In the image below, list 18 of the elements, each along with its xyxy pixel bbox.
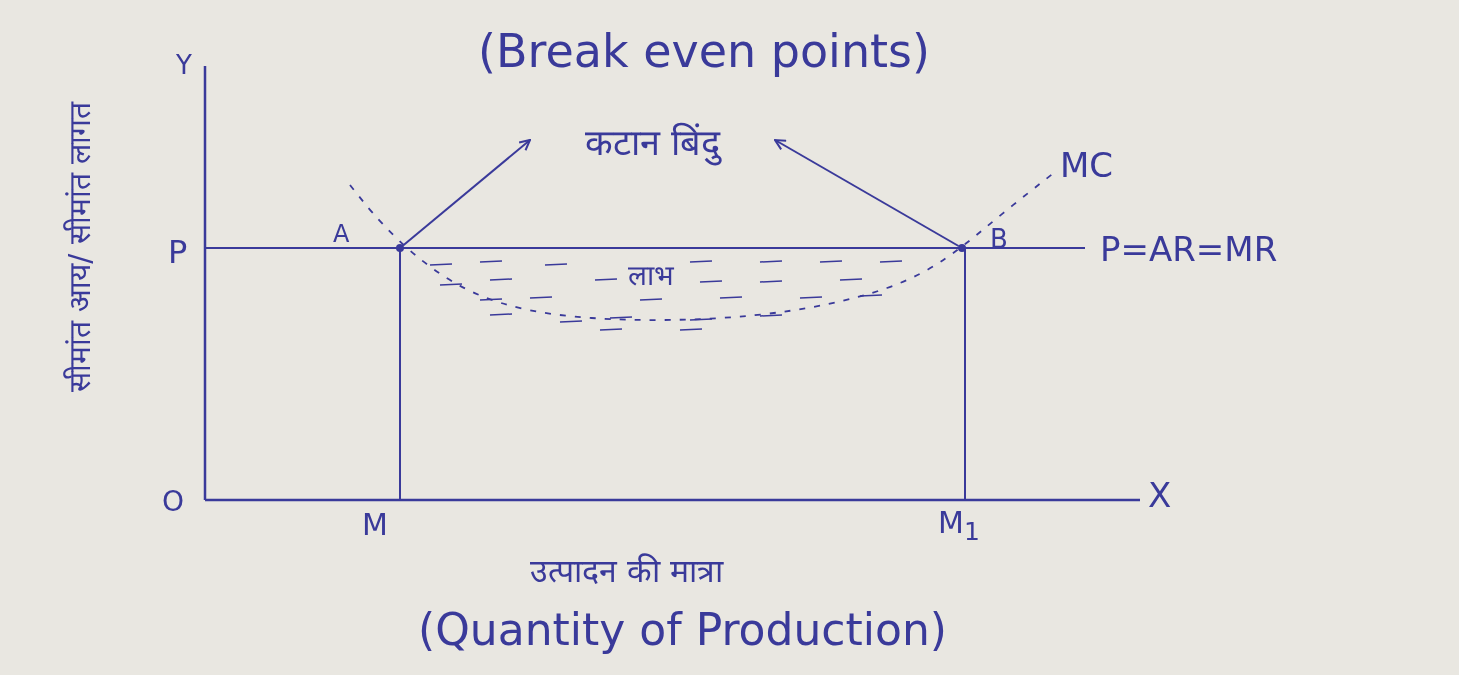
- origin-label: O: [162, 488, 185, 516]
- intersection-point: [958, 244, 966, 252]
- axis-label: Y: [176, 52, 192, 78]
- curve-label: P=AR=MR: [1100, 232, 1278, 266]
- point-label: A: [333, 222, 350, 246]
- arrow: [402, 139, 531, 247]
- axis-title: उत्पादन की मात्रा: [530, 555, 724, 587]
- axis-title: (Quantity of Production): [418, 608, 947, 652]
- axis-title: सीमांत आय/ सीमांत लागत: [65, 100, 95, 395]
- annotation-text: कटान बिंदु: [572, 120, 733, 165]
- point-label: M$_{1}$: [938, 508, 980, 544]
- intersection-point: [396, 244, 404, 252]
- arrow: [774, 139, 960, 247]
- area-label: लाभ: [628, 262, 674, 290]
- axis-label: X: [1148, 478, 1172, 512]
- point-label: M: [362, 510, 388, 540]
- curve-label: MC: [1060, 148, 1114, 182]
- point-label: P: [168, 236, 188, 268]
